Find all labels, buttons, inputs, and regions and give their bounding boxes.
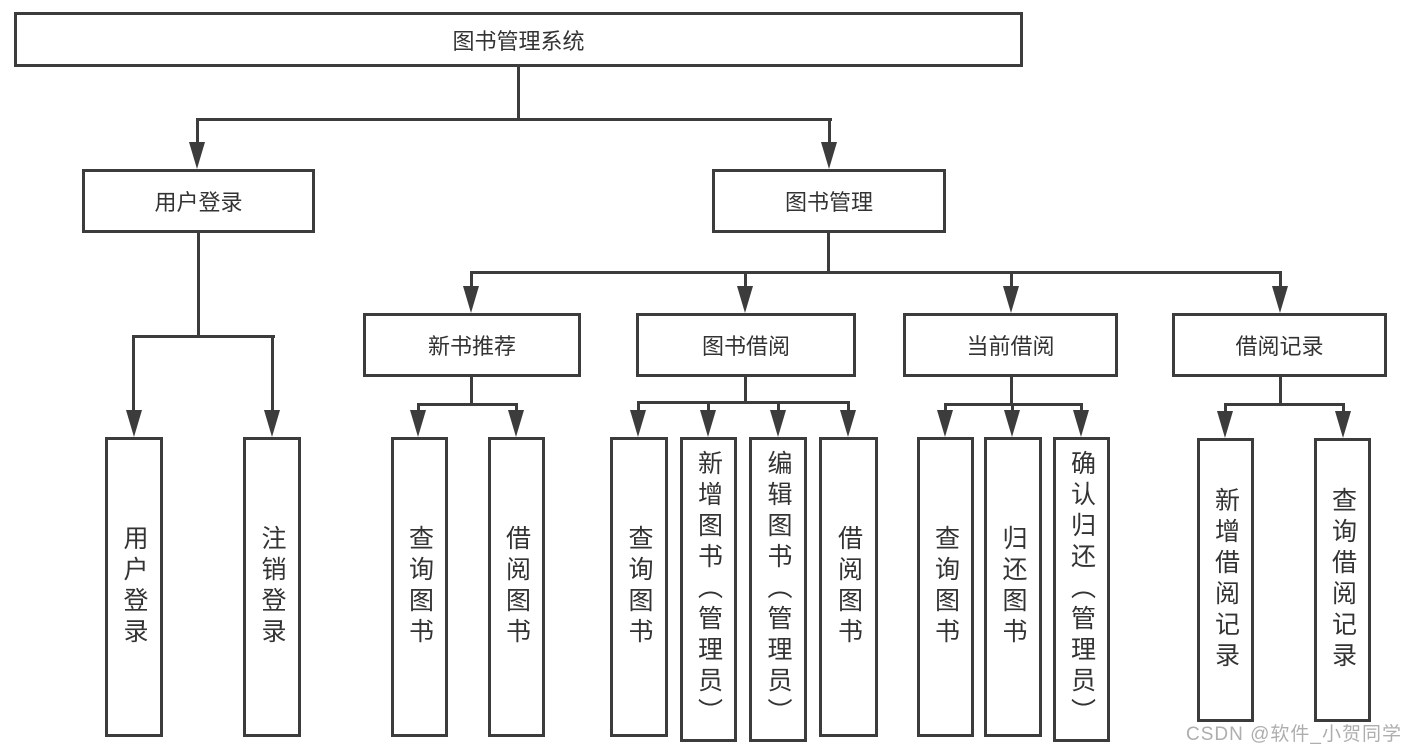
connector-line (196, 118, 832, 121)
leaf-edit-book-admin-label: 编辑图书（管理员） (764, 450, 792, 729)
connector-line (517, 67, 520, 120)
arrow-down-icon (1272, 286, 1288, 313)
connector-line (944, 403, 947, 415)
node-borrowing-records-label: 借阅记录 (1235, 334, 1324, 359)
leaf-user-login: 用户登录 (105, 437, 163, 737)
leaf-confirm-return-admin-label: 确认归还（管理员） (1067, 450, 1096, 729)
leaf-edit-book-admin: 编辑图书（管理员） (749, 437, 807, 742)
leaf-query-books-recommend: 查询图书 (391, 437, 448, 737)
arrow-down-icon (463, 286, 479, 313)
connector-line (1224, 403, 1227, 415)
node-library-system-label: 图书管理系统 (452, 28, 585, 54)
connector-line (1342, 403, 1345, 415)
arrow-down-icon (189, 142, 205, 169)
node-book-borrowing-label: 图书借阅 (701, 334, 790, 359)
connector-line (470, 377, 473, 406)
leaf-user-login-label: 用户登录 (120, 525, 148, 649)
connector-line (1279, 377, 1282, 406)
arrow-down-icon (410, 410, 426, 437)
node-book-borrowing: 图书借阅 (636, 313, 856, 377)
connector-line (1010, 377, 1013, 406)
arrow-down-icon (264, 410, 280, 437)
connector-line (744, 377, 747, 404)
arrow-down-icon (1217, 411, 1233, 438)
leaf-add-borrow-record: 新增借阅记录 (1197, 438, 1254, 722)
csdn-watermark: CSDN @软件_小贺同学 (1186, 724, 1402, 745)
leaf-add-borrow-record-label: 新增借阅记录 (1211, 487, 1240, 673)
arrow-down-icon (1004, 410, 1020, 437)
leaf-logout-label: 注销登录 (258, 525, 286, 649)
leaf-borrow-books-recommend: 借阅图书 (488, 437, 545, 737)
arrow-down-icon (1003, 286, 1019, 313)
connector-line (1010, 271, 1013, 288)
arrow-down-icon (821, 142, 837, 169)
connector-line (271, 335, 274, 413)
arrow-down-icon (630, 410, 646, 437)
node-current-borrowing: 当前借阅 (903, 313, 1118, 377)
node-book-management: 图书管理 (712, 169, 946, 233)
connector-line (515, 403, 518, 415)
connector-line (1080, 403, 1083, 415)
node-user-login: 用户登录 (82, 169, 315, 233)
node-new-book-recommend-label: 新书推荐 (427, 334, 516, 359)
connector-line (1011, 403, 1014, 415)
leaf-query-books-current-label: 查询图书 (931, 525, 960, 649)
leaf-query-borrow-record-label: 查询借阅记录 (1328, 487, 1357, 673)
leaf-confirm-return-admin: 确认归还（管理员） (1053, 437, 1110, 742)
arrow-down-icon (126, 410, 142, 437)
arrow-down-icon (508, 410, 524, 437)
leaf-borrow-books: 借阅图书 (819, 437, 878, 737)
connector-line (1279, 271, 1282, 288)
connector-line (637, 401, 850, 404)
node-borrowing-records: 借阅记录 (1172, 313, 1387, 377)
leaf-add-book-admin-label: 新增图书（管理员） (694, 450, 723, 729)
connector-line (707, 401, 710, 413)
node-book-management-label: 图书管理 (784, 190, 873, 215)
node-user-login-label: 用户登录 (154, 190, 243, 215)
connector-line (470, 271, 473, 288)
connector-line (132, 335, 135, 413)
connector-line (132, 335, 275, 338)
connector-line (828, 118, 831, 146)
connector-line (827, 233, 830, 274)
leaf-query-books-borrowing-label: 查询图书 (625, 525, 653, 649)
connector-line (777, 401, 780, 413)
arrow-down-icon (700, 410, 716, 437)
connector-line (196, 118, 199, 146)
connector-line (417, 403, 420, 415)
leaf-query-books-recommend-label: 查询图书 (405, 525, 434, 649)
arrow-down-icon (840, 410, 856, 437)
connector-line (637, 401, 640, 413)
arrow-down-icon (1073, 410, 1089, 437)
leaf-logout: 注销登录 (243, 437, 301, 737)
arrow-down-icon (1335, 411, 1351, 438)
connector-line (470, 271, 1282, 274)
connector-line (197, 233, 200, 338)
arrow-down-icon (937, 410, 953, 437)
leaf-borrow-books-label: 借阅图书 (834, 525, 863, 649)
connector-line (417, 403, 518, 406)
node-current-borrowing-label: 当前借阅 (966, 334, 1055, 359)
node-new-book-recommend: 新书推荐 (363, 313, 581, 377)
arrow-down-icon (770, 410, 786, 437)
leaf-query-borrow-record: 查询借阅记录 (1314, 438, 1371, 722)
connector-line (744, 271, 747, 288)
leaf-return-books-label: 归还图书 (999, 525, 1027, 649)
leaf-borrow-books-recommend-label: 借阅图书 (502, 525, 531, 649)
node-library-system: 图书管理系统 (14, 12, 1023, 67)
leaf-add-book-admin: 新增图书（管理员） (680, 437, 737, 742)
connector-line (1224, 403, 1345, 406)
arrow-down-icon (737, 286, 753, 313)
connector-line (847, 401, 850, 413)
leaf-query-books-borrowing: 查询图书 (610, 437, 668, 737)
leaf-query-books-current: 查询图书 (917, 437, 974, 737)
leaf-return-books: 归还图书 (984, 437, 1042, 737)
